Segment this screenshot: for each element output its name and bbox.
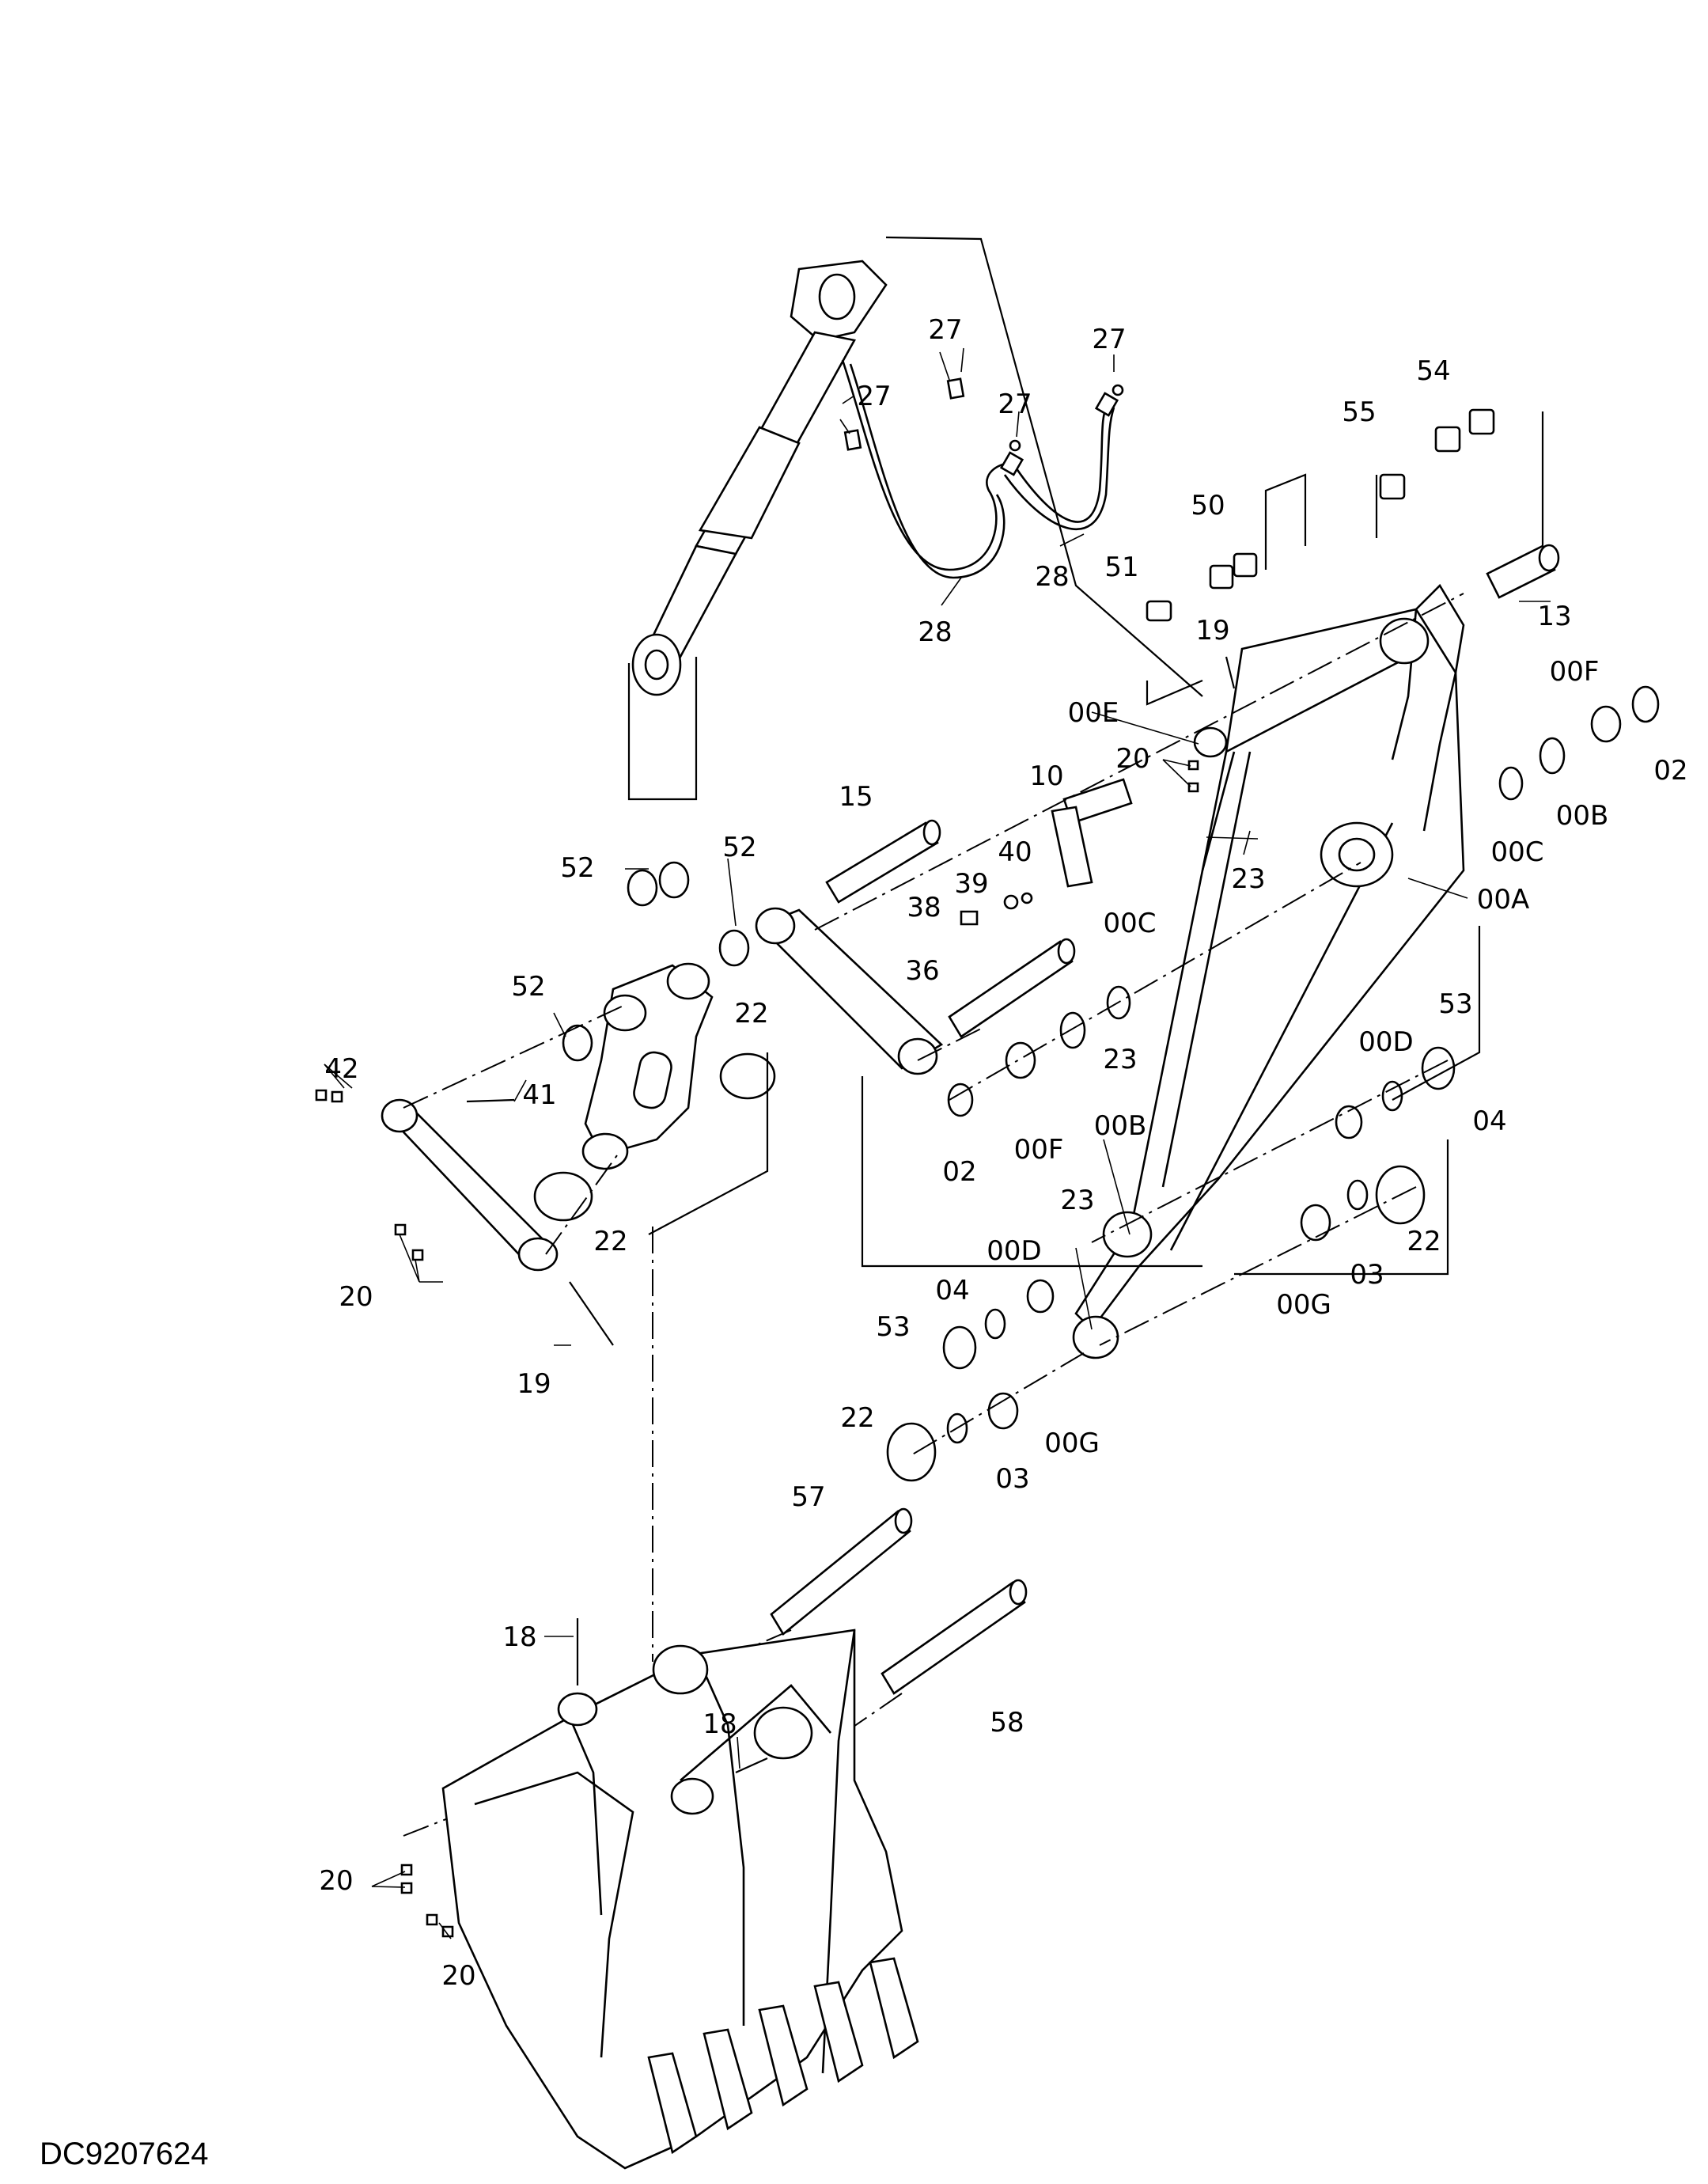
callout-36: 36 <box>905 955 939 987</box>
callout-00G: 00G <box>1276 1289 1331 1321</box>
callout-23: 23 <box>1103 1044 1137 1075</box>
bucket-cylinder <box>631 260 888 696</box>
callout-55: 55 <box>1342 396 1376 428</box>
callout-39: 39 <box>954 868 988 900</box>
callout-20: 20 <box>319 1865 353 1897</box>
callout-40: 40 <box>998 836 1032 868</box>
pins-and-bushings <box>533 544 1660 1695</box>
callout-51: 51 <box>1104 552 1138 583</box>
callout-22: 22 <box>593 1226 627 1257</box>
callout-00E: 00E <box>1068 697 1119 729</box>
callout-58: 58 <box>990 1707 1024 1738</box>
callout-20: 20 <box>339 1281 373 1313</box>
callout-19: 19 <box>517 1368 551 1400</box>
callout-00B: 00B <box>1094 1110 1147 1142</box>
callout-38: 38 <box>907 892 941 923</box>
callout-00C: 00C <box>1103 908 1156 939</box>
leader-lines <box>324 347 1551 1939</box>
callout-52: 52 <box>560 852 594 884</box>
link-assembly <box>381 907 944 1272</box>
callout-23: 23 <box>1060 1185 1094 1216</box>
diagram-code: DC9207624 <box>40 2137 209 2171</box>
callout-02: 02 <box>1653 755 1687 787</box>
hydraulic-hoses <box>839 351 1124 579</box>
shims <box>1146 408 1495 622</box>
callout-00D: 00D <box>987 1235 1041 1267</box>
callout-27: 27 <box>998 389 1032 420</box>
callout-00G: 00G <box>1044 1428 1100 1459</box>
callout-27: 27 <box>1092 324 1126 355</box>
callout-03: 03 <box>995 1463 1029 1495</box>
callout-20: 20 <box>441 1960 475 1992</box>
callout-00D: 00D <box>1358 1026 1413 1058</box>
callout-10: 10 <box>1029 760 1063 792</box>
callout-15: 15 <box>839 781 873 813</box>
callout-03: 03 <box>1350 1259 1384 1291</box>
callout-20: 20 <box>1115 743 1149 775</box>
callout-28: 28 <box>918 616 952 648</box>
callout-22: 22 <box>840 1402 874 1434</box>
callout-53: 53 <box>876 1311 910 1343</box>
callout-54: 54 <box>1416 355 1450 387</box>
callout-28: 28 <box>1035 561 1069 593</box>
callout-50: 50 <box>1191 490 1225 521</box>
callout-27: 27 <box>857 381 891 412</box>
callout-04: 04 <box>1472 1105 1506 1137</box>
callout-13: 13 <box>1537 601 1571 632</box>
callout-22: 22 <box>734 998 768 1029</box>
callout-41: 41 <box>522 1079 556 1111</box>
callout-27: 27 <box>928 314 962 346</box>
callout-52: 52 <box>722 832 756 863</box>
callout-52: 52 <box>511 971 545 1003</box>
callout-42: 42 <box>324 1053 358 1085</box>
callout-57: 57 <box>791 1481 825 1513</box>
callout-23: 23 <box>1231 863 1265 895</box>
callout-53: 53 <box>1438 988 1472 1020</box>
callout-18: 18 <box>703 1708 737 1740</box>
callout-00F: 00F <box>1550 656 1600 688</box>
fasteners <box>315 656 1236 1938</box>
callout-00B: 00B <box>1556 800 1609 832</box>
callout-02: 02 <box>942 1156 976 1188</box>
callout-labels: 27 27 27 27 28 28 54 55 50 51 19 13 00F … <box>319 314 1687 1992</box>
callout-04: 04 <box>935 1275 969 1306</box>
callout-22: 22 <box>1407 1226 1441 1257</box>
bucket <box>441 1629 919 2170</box>
callout-19: 19 <box>1195 615 1229 646</box>
callout-18: 18 <box>502 1621 536 1653</box>
callout-00C: 00C <box>1490 836 1543 868</box>
callout-00A: 00A <box>1477 884 1530 916</box>
callout-00F: 00F <box>1014 1134 1064 1166</box>
arm-00A <box>1072 583 1465 1359</box>
